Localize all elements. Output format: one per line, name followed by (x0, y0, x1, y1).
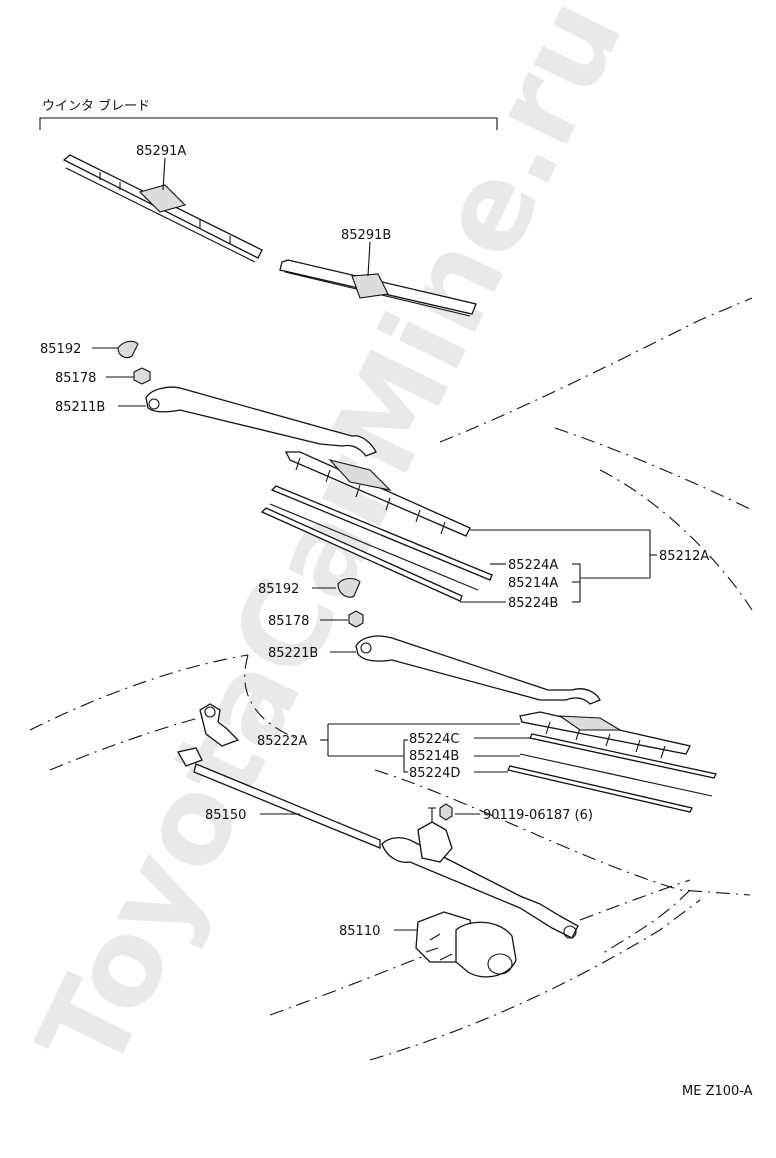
label-85110: 85110 (339, 924, 380, 939)
wiper-link-85150 (176, 703, 579, 939)
leader-85291A (162, 157, 166, 191)
wiper-blade-85291B (279, 259, 477, 317)
label-85192-mid: 85192 (258, 582, 299, 597)
wiper-motor-85110 (415, 911, 517, 978)
body-outline (29, 297, 753, 1061)
label-85212A: 85212A (659, 549, 709, 564)
wiper-arm-85221B (355, 635, 601, 705)
bolt-90119-06187 (439, 803, 453, 821)
blade-rubber-85224C (529, 733, 717, 779)
label-85224C: 85224C (409, 732, 459, 747)
blade-frame-lower (519, 711, 691, 759)
label-85211B: 85211B (55, 400, 105, 415)
label-85214A: 85214A (508, 576, 558, 591)
label-85150: 85150 (205, 808, 246, 823)
blade-insert-85214A (269, 503, 479, 591)
nut-85178-top (133, 367, 151, 385)
wiper-arm-85211B (145, 386, 377, 457)
label-85192-top: 85192 (40, 342, 81, 357)
label-85178-mid: 85178 (268, 614, 309, 629)
label-85222A: 85222A (257, 734, 307, 749)
cap-85192-mid (337, 577, 361, 598)
leader-85291B (367, 241, 371, 277)
label-85224D: 85224D (409, 766, 460, 781)
blade-rubber-85224A (270, 485, 493, 581)
blade-insert-85214B (519, 753, 713, 797)
nut-85178-mid (348, 610, 364, 628)
blade-rubber-85224D (507, 765, 693, 813)
label-85291A: 85291A (136, 144, 186, 159)
label-85178-top: 85178 (55, 371, 96, 386)
label-85224B: 85224B (508, 596, 558, 611)
label-85221B: 85221B (268, 646, 318, 661)
wiper-blade-85291A (62, 154, 263, 263)
label-85214B: 85214B (409, 749, 459, 764)
blade-frame-upper (284, 451, 471, 537)
blade-rubber-85224B (260, 507, 463, 602)
diagram-code: ME Z100-A (682, 1084, 753, 1099)
title-bracket (39, 117, 498, 130)
label-85224A: 85224A (508, 558, 558, 573)
cap-85192-top (117, 340, 139, 359)
diagram-title: ウインタ ブレード (42, 98, 150, 114)
label-85291B: 85291B (341, 228, 391, 243)
label-90119-06187: 90119-06187 (6) (483, 808, 593, 823)
